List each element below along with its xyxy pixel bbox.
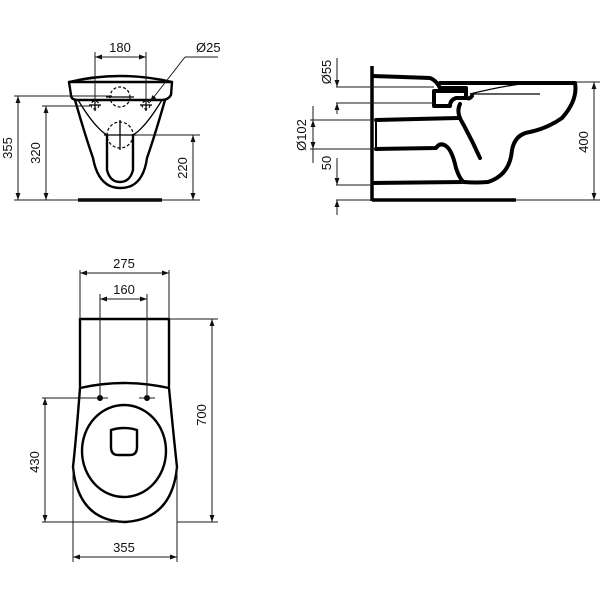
dim-outlet-diameter: Ø102	[294, 119, 309, 151]
side-bowl-outline	[462, 81, 578, 185]
dim-outlet-height: 220	[175, 157, 190, 179]
front-rim-outline	[67, 74, 174, 84]
dim-overall-height: 355	[0, 137, 15, 159]
dim-fixing-to-front: 430	[27, 451, 42, 473]
top-view: 275 160 700 430 355	[27, 256, 218, 562]
dim-bowl-width: 355	[113, 540, 135, 555]
dim-back-width: 275	[113, 256, 135, 271]
front-trap-outline	[105, 133, 135, 184]
top-flush-outlet	[109, 426, 139, 457]
dim-inlet-diameter: Ø55	[319, 60, 334, 85]
dim-fixing-height: 320	[28, 142, 43, 164]
top-seat-ring	[80, 403, 168, 499]
dim-fixing-spacing: 180	[109, 40, 131, 55]
side-inlet-outline	[371, 74, 468, 108]
dim-overall-length: 700	[194, 404, 209, 426]
dim-base-offset: 50	[319, 156, 334, 170]
front-bowl-outline	[73, 98, 167, 190]
top-back-outline	[78, 317, 171, 388]
front-view: 180 Ø25 355 320 220	[0, 40, 221, 202]
dim-fixing-hole-diameter: Ø25	[196, 40, 221, 55]
side-view: Ø55 Ø102 50 400	[294, 58, 600, 215]
dim-overall-height-side: 400	[576, 131, 591, 153]
dim-seat-fixing-spacing: 160	[113, 282, 135, 297]
